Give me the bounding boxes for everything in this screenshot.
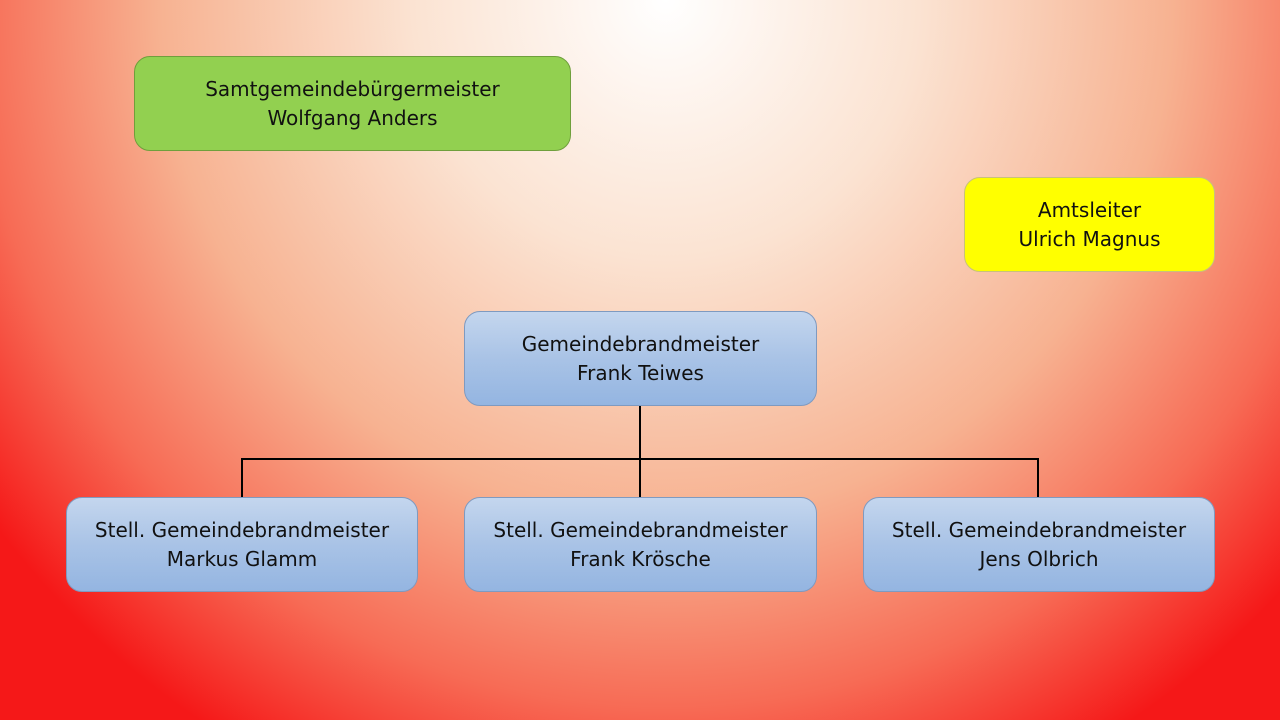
deputy-box-1: Stell. Gemeindebrandmeister Markus Glamm [66, 497, 418, 592]
deputy-3-name: Jens Olbrich [979, 546, 1099, 571]
deputy-3-role: Stell. Gemeindebrandmeister [891, 517, 1187, 542]
deputy-box-2: Stell. Gemeindebrandmeister Frank Krösch… [464, 497, 817, 592]
deputy-box-3: Stell. Gemeindebrandmeister Jens Olbrich [863, 497, 1215, 592]
mayor-name: Wolfgang Anders [267, 105, 438, 130]
fire-chief-box: Gemeindebrandmeister Frank Teiwes [464, 311, 817, 406]
deputy-2-role: Stell. Gemeindebrandmeister [493, 517, 788, 542]
mayor-role: Samtgemeindebürgermeister [205, 76, 500, 101]
fire-chief-name: Frank Teiwes [577, 360, 704, 385]
fire-chief-role: Gemeindebrandmeister [521, 331, 760, 356]
deputy-1-role: Stell. Gemeindebrandmeister [94, 517, 390, 542]
office-head-name: Ulrich Magnus [1018, 226, 1161, 251]
deputy-1-name: Markus Glamm [166, 546, 318, 571]
office-head-role: Amtsleiter [1037, 197, 1142, 222]
mayor-box: Samtgemeindebürgermeister Wolfgang Ander… [134, 56, 571, 151]
office-head-box: Amtsleiter Ulrich Magnus [964, 177, 1215, 272]
deputy-2-name: Frank Krösche [570, 546, 711, 571]
